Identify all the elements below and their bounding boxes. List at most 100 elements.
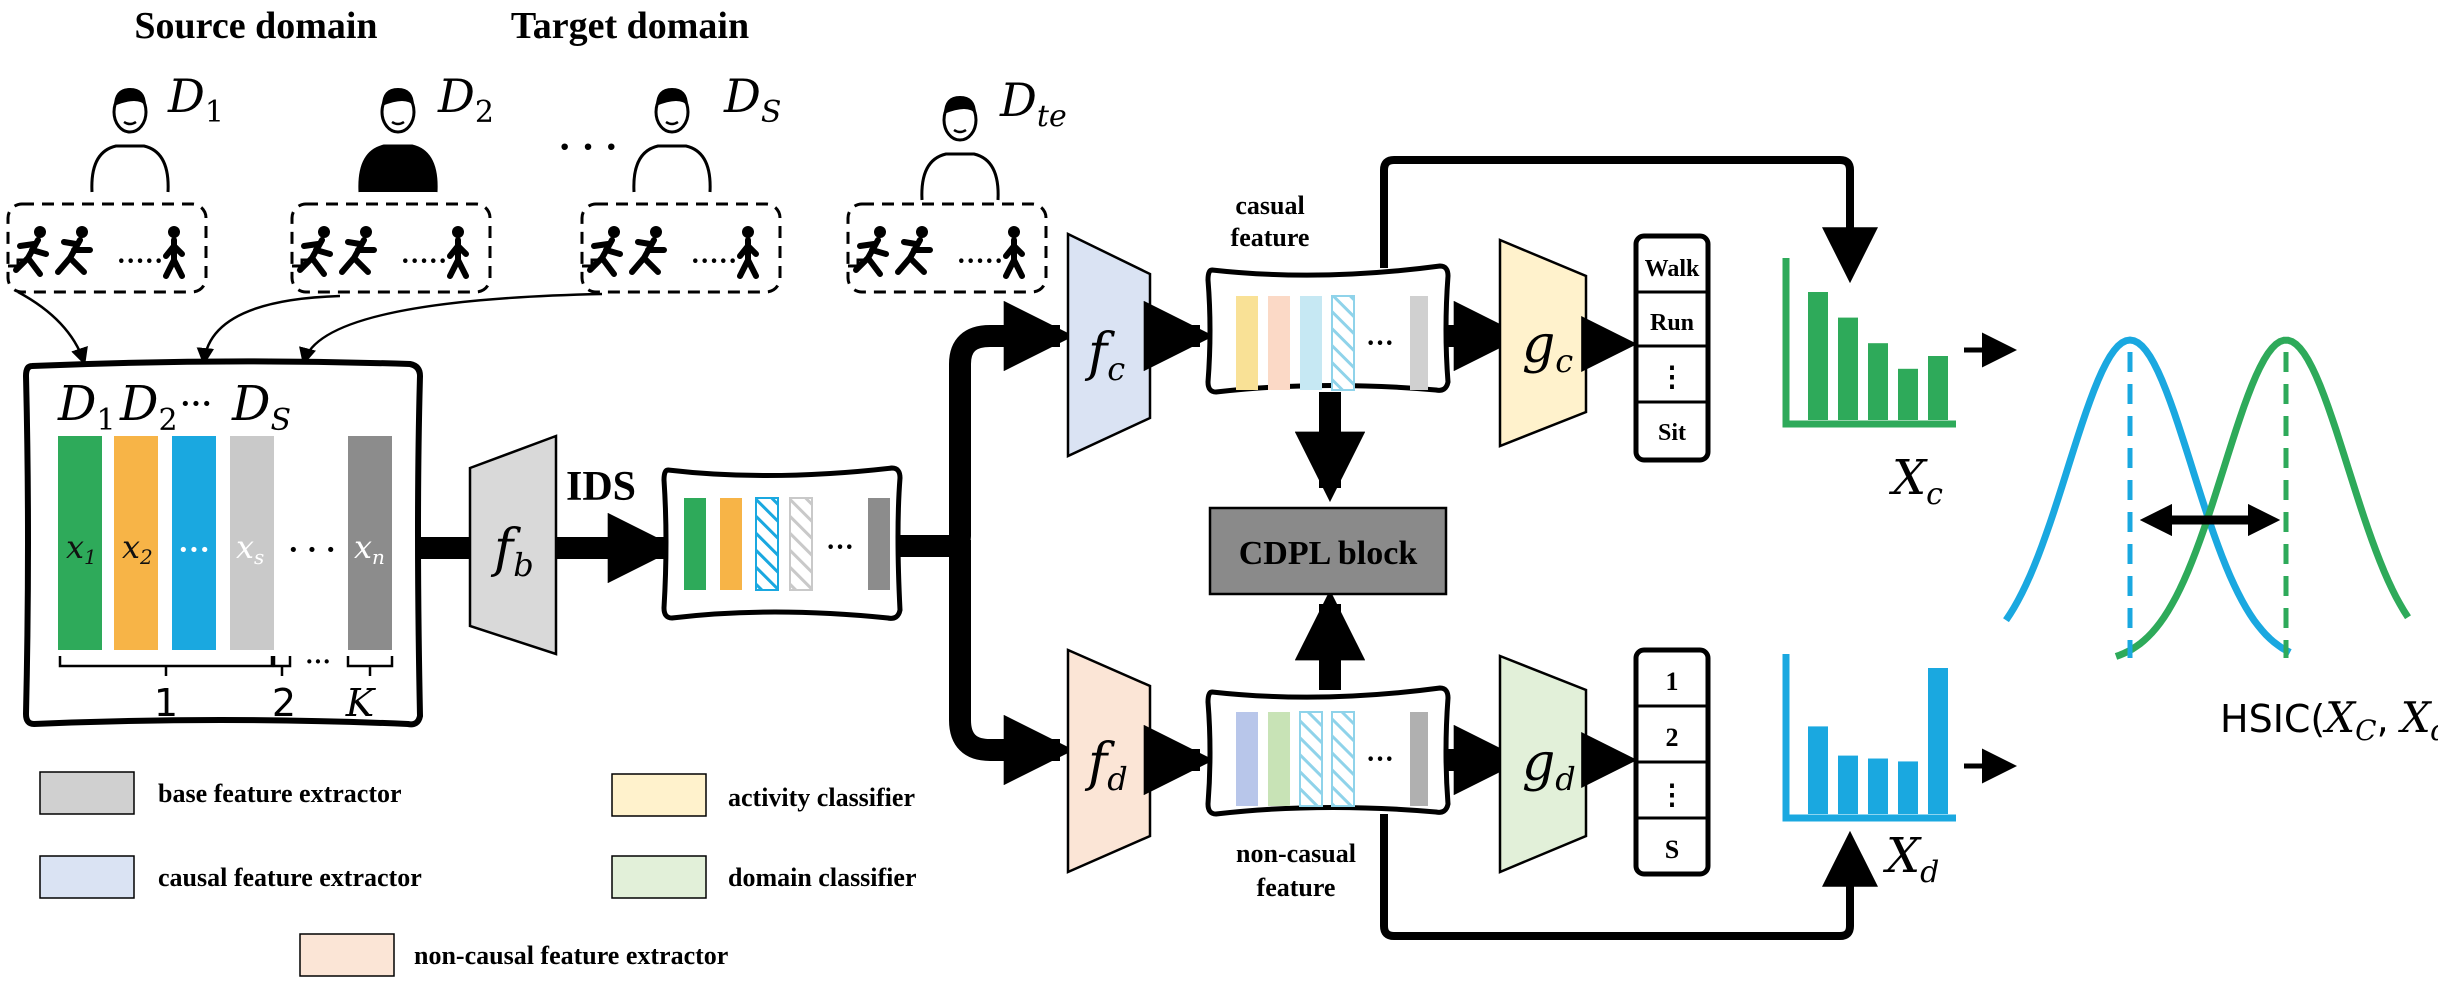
distribution-curves (2003, 336, 2411, 660)
brace-dots: ··· (305, 647, 331, 676)
domain-item-2: 2 (1666, 723, 1679, 752)
input-data-box: D1 D2 ··· DS x1 x2 ··· xs · · · xn 1 2 ·… (22, 358, 424, 728)
input-d1-label: D1 (57, 376, 116, 438)
input-bar-xn (348, 436, 392, 650)
legend: base feature extractor causal feature ex… (39, 771, 917, 977)
noncausal-distribution-curve (2114, 336, 2411, 660)
input-gap-dots: · · · (288, 531, 336, 567)
domain-item-vdots: ⋮ (1658, 780, 1686, 811)
xd-bar-2 (1838, 755, 1858, 814)
arrow-ids-to-split (900, 300, 1075, 557)
arrow-split-to-fd (949, 540, 1075, 786)
domain-label-dte: Dte (999, 73, 1067, 134)
svg-text:domain classifier: domain classifier (728, 863, 917, 892)
input-bar-xs (230, 436, 274, 650)
input-bar-blue (172, 436, 216, 650)
svg-text:·····: ····· (117, 246, 164, 277)
histogram-xd (1782, 654, 1956, 822)
svg-text:···: ··· (1366, 744, 1394, 775)
noncausal-feature-label-line1: non-casual (1236, 839, 1356, 868)
arrow-causal-to-xc (1380, 156, 1878, 284)
domain-ellipsis: · · · (558, 124, 618, 169)
activity-sit: Sit (1658, 420, 1686, 446)
svg-text:···: ··· (1366, 328, 1394, 359)
noncausal-feature-extractor-fd: fd (1066, 648, 1152, 874)
xc-bar-4 (1898, 368, 1918, 420)
xc-bar-1 (1808, 292, 1828, 420)
domain-item-1: 1 (1666, 667, 1679, 696)
legend-item-noncausal-feature-extractor: non-causal feature extractor (299, 933, 728, 977)
svg-text:·····: ····· (401, 246, 448, 277)
person-icon-dte (920, 94, 1000, 202)
arrow-ds-to-input (299, 292, 603, 366)
target-domain-heading: Target domain (511, 5, 749, 47)
svg-text:causal feature extractor: causal feature extractor (158, 863, 422, 892)
input-xn-label: xn (354, 528, 385, 569)
ids-feature-box: ··· (661, 465, 903, 621)
input-bar-x1 (58, 436, 102, 650)
causal-feature-label-line1: casual (1235, 191, 1304, 220)
input-d2-label: D2 (119, 376, 178, 438)
svg-text:·····: ····· (691, 246, 738, 277)
xd-bar-5 (1928, 668, 1948, 814)
arrow-noncausal-to-xd (1380, 814, 1878, 940)
person-icon-ds (632, 86, 712, 194)
arrow-d2-to-input (196, 294, 341, 366)
input-bar-x2 (114, 436, 158, 650)
activity-vdots: ⋮ (1658, 362, 1686, 393)
domain-item-s: S (1665, 835, 1679, 864)
ids-label: IDS (566, 464, 636, 510)
svg-text:gd: gd (1522, 733, 1576, 798)
activity-label-list: Walk Run ⋮ Sit (1633, 233, 1711, 463)
input-ds-label: DS (231, 376, 291, 438)
legend-item-activity-classifier: activity classifier (611, 773, 915, 817)
noncausal-feature-label-line2: feature (1257, 873, 1336, 902)
xc-bar-2 (1838, 317, 1858, 420)
input-mid-dots: ··· (178, 531, 210, 567)
legend-item-causal-feature-extractor: causal feature extractor (39, 855, 422, 899)
input-xs-label: xs (236, 528, 264, 569)
svg-text:non-causal feature extractor: non-causal feature extractor (414, 941, 728, 970)
svg-text:CDPL block: CDPL block (1239, 535, 1418, 572)
histogram-xc (1782, 258, 1956, 428)
noncausal-feature-box: ··· (1205, 685, 1451, 817)
base-feature-extractor-fb: fb (468, 434, 558, 656)
xd-bar-4 (1898, 761, 1918, 814)
cdpl-block: CDPL block (1208, 506, 1448, 596)
brace-label-k: K (345, 681, 377, 725)
causal-feature-label-line2: feature (1231, 223, 1310, 252)
activity-classifier-gc: gc (1498, 238, 1588, 448)
brace-label-2: 2 (272, 681, 296, 725)
causal-distribution-curve (2003, 336, 2292, 656)
xd-bar-3 (1868, 758, 1888, 814)
xc-bar-5 (1928, 356, 1948, 420)
legend-item-base-feature-extractor: base feature extractor (39, 771, 402, 815)
domain-label-d1: D1 (167, 69, 224, 130)
svg-text:base feature extractor: base feature extractor (158, 779, 402, 808)
domain-label-d2: D2 (437, 69, 494, 130)
activity-walk: Walk (1645, 256, 1700, 282)
causal-feature-box: ··· (1205, 263, 1451, 395)
causal-feature-extractor-fc: fc (1066, 231, 1152, 458)
domain-classifier-gd: gd (1498, 654, 1588, 874)
person-icon-d1 (90, 86, 170, 194)
input-x1-label: x1 (66, 528, 97, 569)
svg-text:·····: ····· (957, 246, 1004, 277)
xd-label: Xd (1882, 828, 1939, 890)
input-x2-label: x2 (122, 528, 153, 569)
svg-text:gc: gc (1522, 315, 1573, 380)
xc-bar-3 (1868, 343, 1888, 420)
activity-box-d2: ····· (292, 202, 492, 294)
xd-bar-1 (1808, 726, 1828, 814)
hsic-label: HSIC(XC, Xd) (2220, 693, 2438, 747)
brace-label-1: 1 (154, 681, 178, 725)
legend-item-domain-classifier: domain classifier (611, 855, 917, 899)
domain-label-list: 1 2 ⋮ S (1633, 647, 1711, 877)
input-domain-dots: ··· (180, 385, 212, 421)
activity-run: Run (1650, 310, 1694, 336)
xc-label: Xc (1888, 450, 1943, 512)
svg-text:···: ··· (826, 532, 854, 563)
arrow-d1-to-input (17, 290, 88, 366)
domain-label-ds: DS (723, 69, 781, 130)
